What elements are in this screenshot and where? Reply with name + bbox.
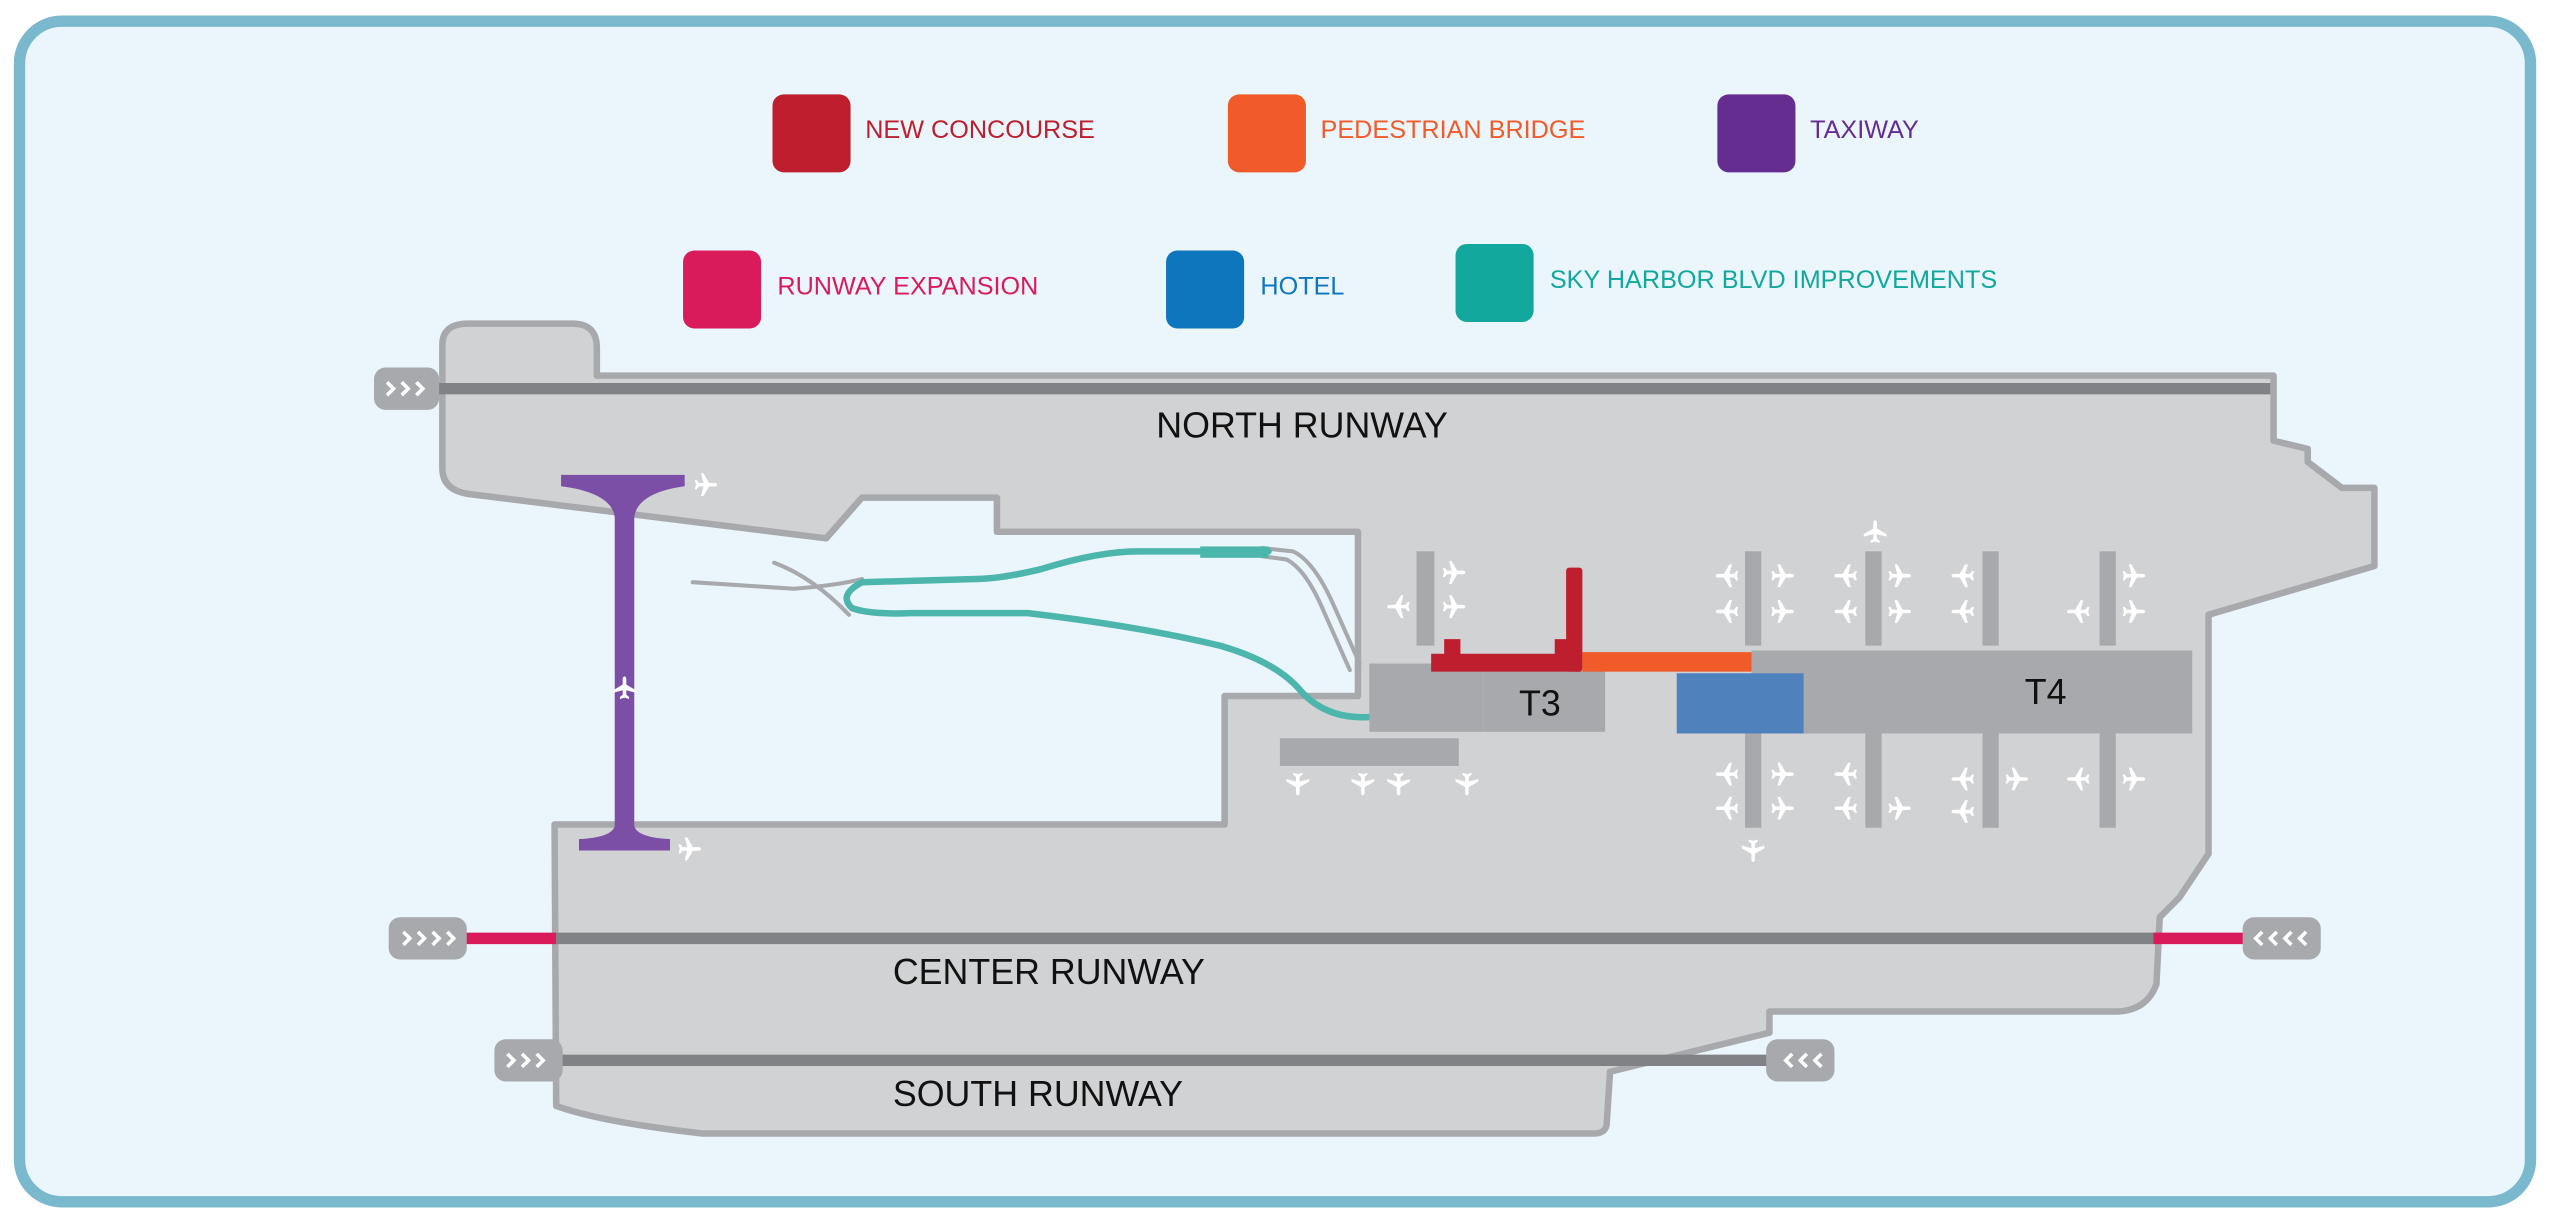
road-west-a	[690, 576, 864, 591]
taxiway-bridge	[561, 474, 685, 851]
north-runway-label: NORTH RUNWAY	[1156, 404, 1448, 446]
new-concourse	[1431, 567, 1583, 672]
terminal-4-label: T4	[2024, 671, 2067, 713]
new-concourse-stub-east	[1554, 639, 1572, 659]
t4-pier-s3	[1982, 733, 1999, 828]
pedestrian-bridge	[1582, 652, 1752, 672]
taxiway-structure	[561, 474, 685, 851]
hotel-block	[1676, 673, 1804, 734]
legend-swatch-hotel	[1166, 250, 1245, 329]
legend-swatch-new-concourse	[772, 94, 851, 173]
north-runway	[374, 367, 2271, 410]
terminal-3-label: T3	[1518, 683, 1561, 724]
t3-south-pier	[1279, 738, 1459, 766]
legend-label-taxiway: TAXIWAY	[1810, 117, 1919, 145]
south-runway	[494, 1039, 1835, 1082]
legend-label-sky-harbor-blvd: SKY HARBOR BLVD IMPROVEMENTS	[1549, 266, 1998, 295]
t4-pier-s4	[2099, 733, 2116, 828]
t4-pier-n4	[2099, 551, 2116, 646]
blvd-loop-road	[843, 548, 1424, 721]
new-concourse-stub-west	[1444, 639, 1461, 659]
legend-label-hotel: HOTEL	[1260, 273, 1345, 301]
center-runway	[388, 917, 2321, 960]
south-runway-label: SOUTH RUNWAY	[892, 1073, 1184, 1115]
legend-label-runway-expansion: RUNWAY EXPANSION	[777, 273, 1039, 301]
sky-harbor-blvd-improvements	[843, 546, 1424, 721]
access-roads	[690, 546, 1362, 673]
t3-north-pier	[1416, 551, 1435, 646]
t4-pier-n3	[1982, 551, 1999, 646]
terminal-4-complex	[1745, 551, 2193, 828]
center-runway-west-threshold	[388, 917, 467, 960]
road-east-b	[1259, 554, 1352, 673]
t3-building	[1483, 670, 1606, 732]
legend-swatch-pedestrian-bridge	[1227, 94, 1306, 173]
terminal-3-complex	[1279, 551, 1606, 766]
center-runway-east-threshold	[2242, 917, 2321, 960]
t4-building	[1751, 650, 2193, 734]
legend-label-new-concourse: NEW CONCOURSE	[865, 117, 1095, 145]
legend-label-pedestrian-bridge: PEDESTRIAN BRIDGE	[1320, 117, 1586, 145]
new-concourse-body	[1431, 653, 1581, 672]
road-west-b	[772, 560, 851, 617]
blvd-segment-north	[1200, 546, 1269, 558]
t4-pier-s2	[1865, 733, 1882, 828]
center-runway-label: CENTER RUNWAY	[892, 951, 1205, 993]
t4-pier-s1	[1745, 733, 1762, 828]
t4-pier-n1	[1745, 551, 1762, 646]
t4-pier-n2	[1865, 551, 1882, 646]
road-east-a	[1259, 546, 1362, 666]
legend-swatch-runway-expansion	[683, 250, 762, 329]
t3-west-block	[1369, 663, 1484, 732]
legend-swatch-taxiway	[1717, 94, 1796, 173]
legend-swatch-sky-harbor-blvd	[1455, 243, 1534, 323]
